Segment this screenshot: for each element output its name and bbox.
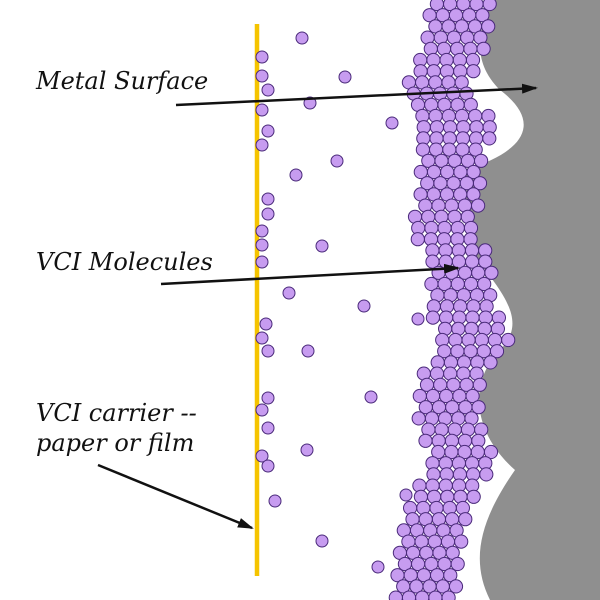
adsorbed-vci-molecule bbox=[429, 0, 444, 12]
adsorbed-vci-molecule bbox=[413, 164, 428, 180]
vci-molecule bbox=[295, 31, 309, 45]
adsorbed-vci-molecule bbox=[450, 556, 465, 572]
adsorbed-vci-molecule bbox=[483, 355, 498, 370]
free-vci-molecules bbox=[268, 31, 425, 574]
vci-molecule bbox=[364, 390, 378, 404]
adsorbed-vci-molecule bbox=[481, 19, 496, 34]
adsorbed-vci-molecule bbox=[424, 276, 439, 292]
adsorbed-vci-molecule bbox=[419, 377, 435, 392]
adsorbed-vci-molecule bbox=[466, 64, 481, 79]
vci-molecule bbox=[261, 207, 275, 221]
vci-molecule bbox=[315, 239, 329, 253]
adsorbed-vci-molecule bbox=[397, 556, 412, 572]
vci-molecule bbox=[301, 344, 315, 358]
adsorbed-vci-molecule bbox=[437, 344, 452, 359]
vci-molecule bbox=[255, 403, 269, 417]
adsorbed-vci-molecule bbox=[458, 512, 473, 527]
adsorbed-vci-molecule bbox=[431, 444, 446, 460]
vci-molecule bbox=[261, 192, 275, 206]
vci-molecule bbox=[255, 69, 269, 83]
adsorbed-vci-molecule bbox=[410, 232, 425, 247]
vci-molecule bbox=[255, 138, 269, 152]
vci-carrier-label: VCI carrier -- paper or film bbox=[36, 398, 197, 458]
vci-molecule bbox=[268, 494, 282, 508]
adsorbed-vci-molecule bbox=[501, 332, 516, 348]
vci-molecule bbox=[261, 421, 275, 435]
metal-surface-arrow bbox=[175, 83, 538, 107]
vci-molecule bbox=[371, 560, 385, 574]
vci-molecule bbox=[255, 224, 269, 238]
adsorbed-vci-molecule bbox=[415, 590, 430, 600]
adsorbed-vci-molecule bbox=[471, 198, 486, 213]
adsorbed-vci-molecule bbox=[420, 176, 435, 191]
adsorbed-vci-molecule bbox=[412, 388, 427, 404]
adsorbed-vci-molecule bbox=[396, 579, 411, 594]
vci-molecule bbox=[255, 331, 269, 345]
adsorbed-vci-molecule bbox=[418, 400, 433, 415]
vci-molecule bbox=[255, 449, 269, 463]
adsorbed-vci-molecule bbox=[421, 153, 436, 168]
vci-molecule bbox=[282, 286, 296, 300]
vci-molecule bbox=[261, 124, 275, 138]
vci-molecule bbox=[261, 83, 275, 97]
adsorbed-vci-molecule bbox=[474, 153, 489, 168]
adsorbed-vci-molecule bbox=[441, 590, 456, 600]
metal-surface bbox=[465, 0, 600, 600]
vci-molecules-label: VCI Molecules bbox=[36, 248, 213, 276]
adsorbed-vci-molecule bbox=[448, 579, 464, 594]
vci-molecule bbox=[315, 534, 329, 548]
vci-molecule bbox=[255, 255, 269, 269]
vci-molecule bbox=[399, 488, 413, 502]
vci-molecules-arrow bbox=[160, 263, 460, 286]
vci-molecule bbox=[261, 391, 275, 405]
vci-molecule bbox=[261, 344, 275, 358]
vci-molecule bbox=[259, 317, 273, 331]
adsorbed-vci-molecule bbox=[428, 590, 443, 600]
vci-molecule bbox=[330, 154, 344, 168]
adsorbed-vci-layer bbox=[388, 0, 516, 600]
adsorbed-vci-molecule bbox=[479, 467, 494, 482]
vci-molecule bbox=[338, 70, 352, 84]
adsorbed-vci-molecule bbox=[454, 534, 469, 549]
adsorbed-vci-molecule bbox=[425, 310, 440, 325]
adsorbed-vci-molecule bbox=[466, 489, 481, 504]
vci-molecule bbox=[411, 312, 425, 326]
carrier-vci-molecules bbox=[255, 50, 275, 473]
vci-carrier-arrow bbox=[97, 463, 254, 530]
vci-molecule bbox=[385, 116, 399, 130]
adsorbed-vci-molecule bbox=[401, 590, 417, 600]
vci-molecule bbox=[255, 238, 269, 252]
metal-surface-label: Metal Surface bbox=[36, 67, 209, 95]
adsorbed-vci-molecule bbox=[388, 590, 403, 600]
adsorbed-vci-molecule bbox=[390, 568, 405, 583]
vci-molecule bbox=[255, 103, 269, 117]
adsorbed-vci-molecule bbox=[411, 411, 426, 426]
adsorbed-vci-molecule bbox=[476, 41, 491, 56]
adsorbed-vci-molecule bbox=[482, 131, 497, 146]
adsorbed-vci-molecule bbox=[422, 8, 437, 23]
vci-molecule bbox=[289, 168, 303, 182]
adsorbed-vci-molecule bbox=[418, 433, 433, 448]
vci-molecule bbox=[300, 443, 314, 457]
vci-molecule bbox=[261, 459, 275, 473]
vci-molecule bbox=[255, 50, 269, 64]
vci-carrier-label-line1: VCI carrier -- bbox=[36, 399, 197, 427]
vci-carrier-label-line2: paper or film bbox=[36, 429, 195, 457]
vci-molecule bbox=[357, 299, 371, 313]
